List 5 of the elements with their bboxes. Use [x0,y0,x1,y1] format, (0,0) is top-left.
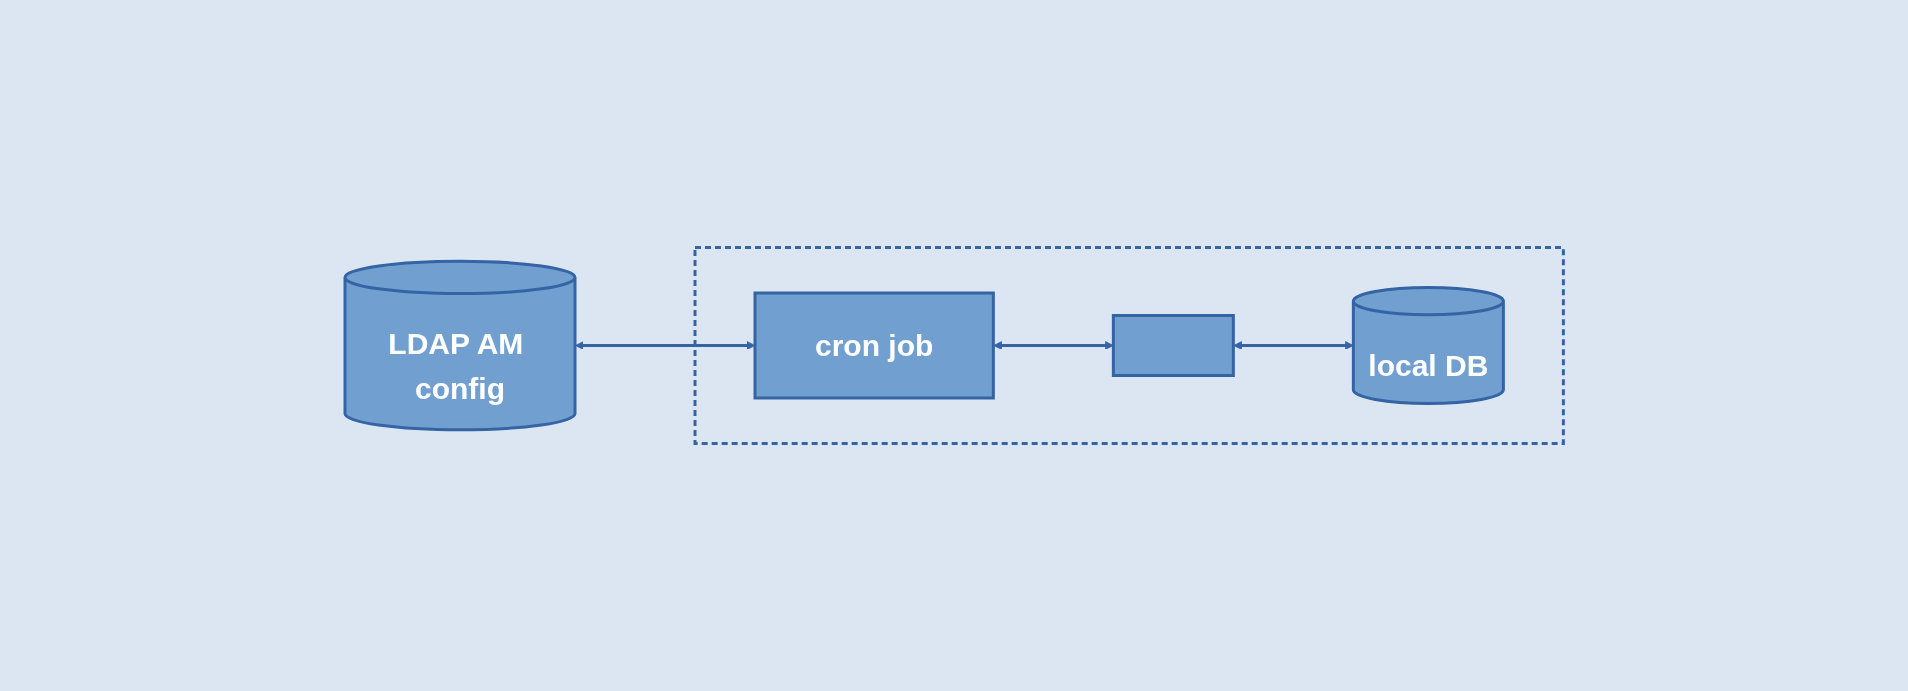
cluster [693,246,1565,445]
arrow [993,341,1114,350]
arrow [1233,341,1354,350]
node-box: cron job [753,291,995,400]
node-box [1111,314,1235,377]
